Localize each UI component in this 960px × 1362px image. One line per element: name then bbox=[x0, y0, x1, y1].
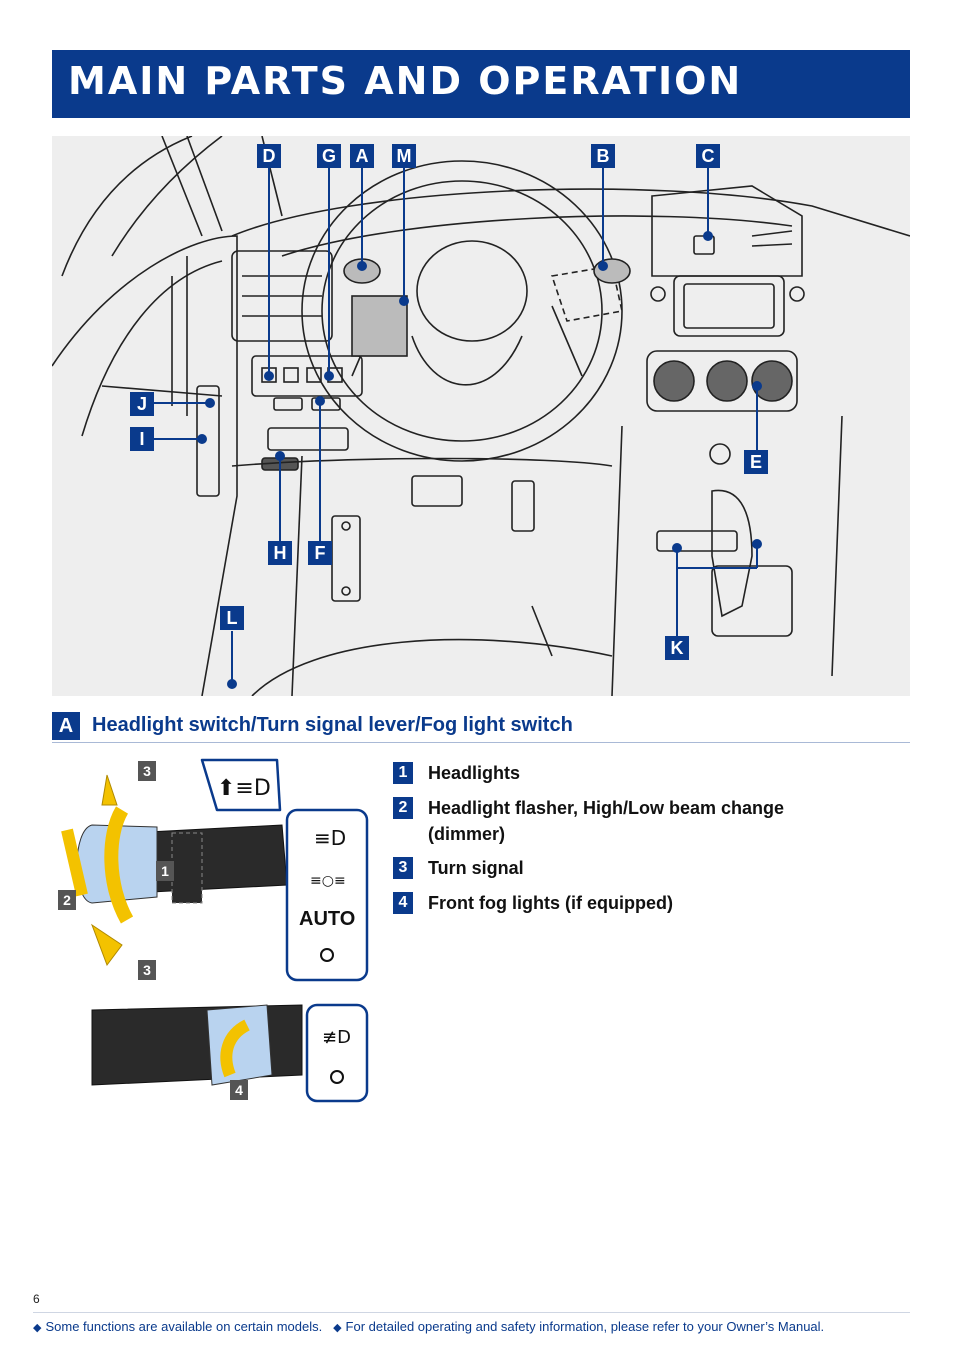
dashboard-diagram: D G A M B C J I E H F L K bbox=[52, 136, 910, 696]
section-a-letter: A bbox=[52, 712, 80, 740]
section-a-title: Headlight switch/Turn signal lever/Fog l… bbox=[92, 714, 573, 736]
diamond-icon: ◆ bbox=[33, 1322, 42, 1334]
tag-4: 4 bbox=[235, 1082, 243, 1098]
footer-note-2: For detailed operating and safety inform… bbox=[345, 1319, 825, 1334]
svg-text:⬆≡D: ⬆≡D bbox=[217, 776, 271, 801]
list-item: 1 Headlights bbox=[393, 760, 863, 790]
callout-i: I bbox=[130, 427, 154, 451]
item-text: Headlight flasher, High/Low beam change … bbox=[428, 798, 785, 844]
callout-a: A bbox=[350, 144, 374, 168]
tag-2: 2 bbox=[63, 892, 71, 908]
callout-g: G bbox=[317, 144, 341, 168]
diamond-icon: ◆ bbox=[333, 1322, 342, 1334]
tag-3-bottom: 3 bbox=[143, 962, 151, 978]
callout-l: L bbox=[220, 606, 244, 630]
svg-text:≢D: ≢D bbox=[322, 1027, 351, 1048]
list-item: 2 Headlight flasher, High/Low beam chang… bbox=[393, 795, 863, 851]
callout-e: E bbox=[744, 450, 768, 474]
svg-text:≡D: ≡D bbox=[314, 826, 346, 850]
auto-label: AUTO bbox=[299, 908, 355, 930]
item-text: Front fog lights (if equipped) bbox=[428, 893, 673, 913]
item-text: Headlights bbox=[428, 763, 521, 783]
callout-d: D bbox=[257, 144, 281, 168]
callout-m: M bbox=[392, 144, 416, 168]
callout-f: F bbox=[308, 541, 332, 565]
item-number: 3 bbox=[393, 857, 413, 879]
footer-note-1: Some functions are available on certain … bbox=[45, 1319, 323, 1334]
item-text: Turn signal bbox=[428, 858, 524, 878]
section-a-heading: A Headlight switch/Turn signal lever/Fog… bbox=[52, 712, 910, 743]
callout-j: J bbox=[130, 392, 154, 416]
tag-3-top: 3 bbox=[143, 763, 151, 779]
footer-note: ◆Some functions are available on certain… bbox=[33, 1312, 910, 1334]
dashboard-illustration bbox=[52, 136, 910, 696]
svg-text:≡○≡: ≡○≡ bbox=[310, 873, 346, 889]
list-item: 3 Turn signal bbox=[393, 855, 863, 885]
item-number: 1 bbox=[393, 762, 413, 784]
page-banner: MAIN PARTS AND OPERATION bbox=[52, 50, 910, 118]
callout-b: B bbox=[591, 144, 615, 168]
tag-1: 1 bbox=[161, 863, 169, 879]
callout-c: C bbox=[696, 144, 720, 168]
page-number: 6 bbox=[33, 1292, 40, 1306]
item-number: 2 bbox=[393, 797, 413, 819]
item-number: 4 bbox=[393, 892, 413, 914]
callout-h: H bbox=[268, 541, 292, 565]
callout-k: K bbox=[665, 636, 689, 660]
page-title: MAIN PARTS AND OPERATION bbox=[68, 59, 743, 103]
list-item: 4 Front fog lights (if equipped) bbox=[393, 890, 863, 920]
lever-illustration: ≡D ≡○≡ AUTO ⬆≡D ≢D 3 1 2 3 4 bbox=[58, 758, 369, 1103]
